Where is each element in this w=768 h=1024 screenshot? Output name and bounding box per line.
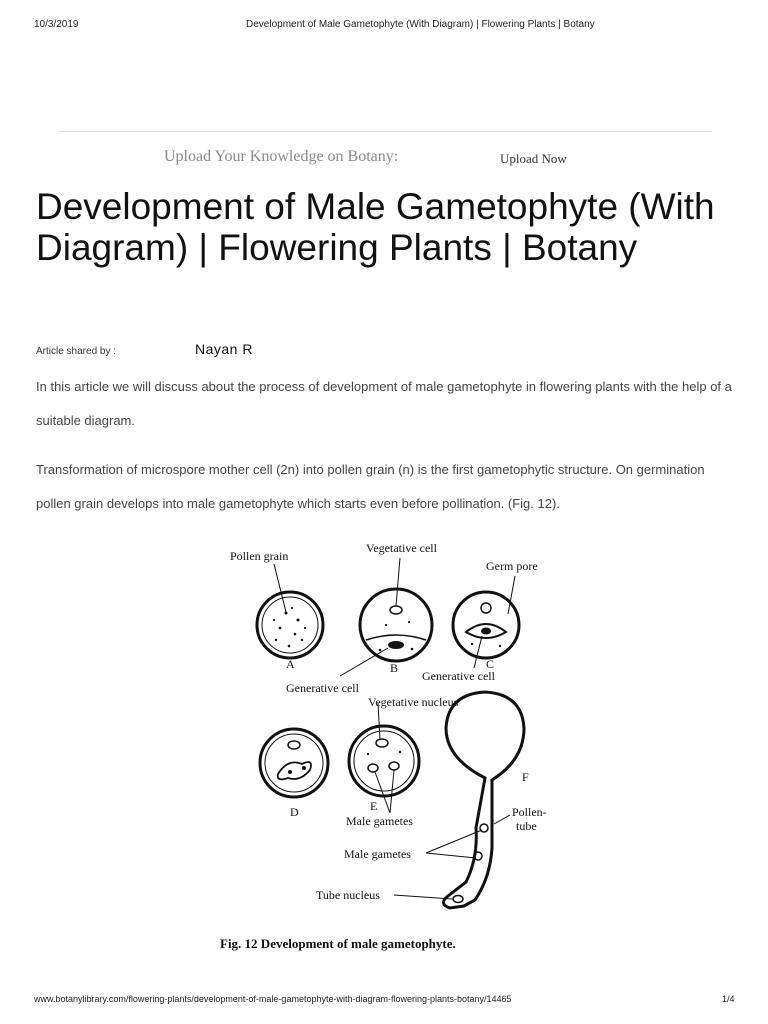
intro-paragraph: In this article we will discuss about th… [36,379,732,428]
label-tube-nucleus: Tube nucleus [316,888,380,902]
pollen-grain-e [347,724,421,798]
pollen-grain-a [255,590,325,660]
male-gametophyte-diagram: Pollen grain Vegetative cell Germ pore A… [220,541,547,951]
pollen-grain-f [442,690,526,910]
label-e: E [370,799,377,813]
author-name[interactable]: Nayan R [195,341,253,357]
label-b: B [390,661,398,675]
label-d: D [290,805,299,819]
print-page-title: Development of Male Gametophyte (With Di… [246,19,595,30]
pollen-grain-c [451,590,521,660]
label-male-gametes-e: Male gametes [346,814,413,828]
label-pollen-tube-1: Pollen- [512,805,547,819]
label-a: A [286,657,295,671]
label-generative-cell-c: Generative cell [422,669,496,683]
pollen-grain-d [258,727,330,799]
footer-url: www.botanylibrary.com/flowering-plants/d… [34,994,512,1004]
label-male-gametes-f: Male gametes [344,847,411,861]
figure-caption: Fig. 12 Development of male gametophyte. [220,936,456,951]
body-paragraph: Transformation of microspore mother cell… [36,462,705,511]
upload-prompt: Upload Your Knowledge on Botany: [164,148,399,165]
label-vegetative-cell: Vegetative cell [366,541,438,555]
page-number: 1/4 [722,994,735,1004]
label-vegetative-nucleus: Vegetative nucleus [368,695,459,709]
pollen-grain-b [358,587,434,663]
label-pollen-grain: Pollen grain [230,549,288,563]
label-c: C [486,657,494,671]
print-date: 10/3/2019 [34,19,79,30]
leader-lines [273,557,516,900]
label-generative-cell: Generative cell [286,681,360,695]
divider [58,131,712,132]
shared-by-label: Article shared by : [36,346,117,357]
label-f: F [522,770,529,784]
label-pollen-tube-2: tube [516,819,537,833]
article-title: Development of Male Gametophyte (With Di… [36,186,715,268]
label-germ-pore: Germ pore [486,559,538,573]
upload-now-button[interactable]: Upload Now [500,151,567,166]
